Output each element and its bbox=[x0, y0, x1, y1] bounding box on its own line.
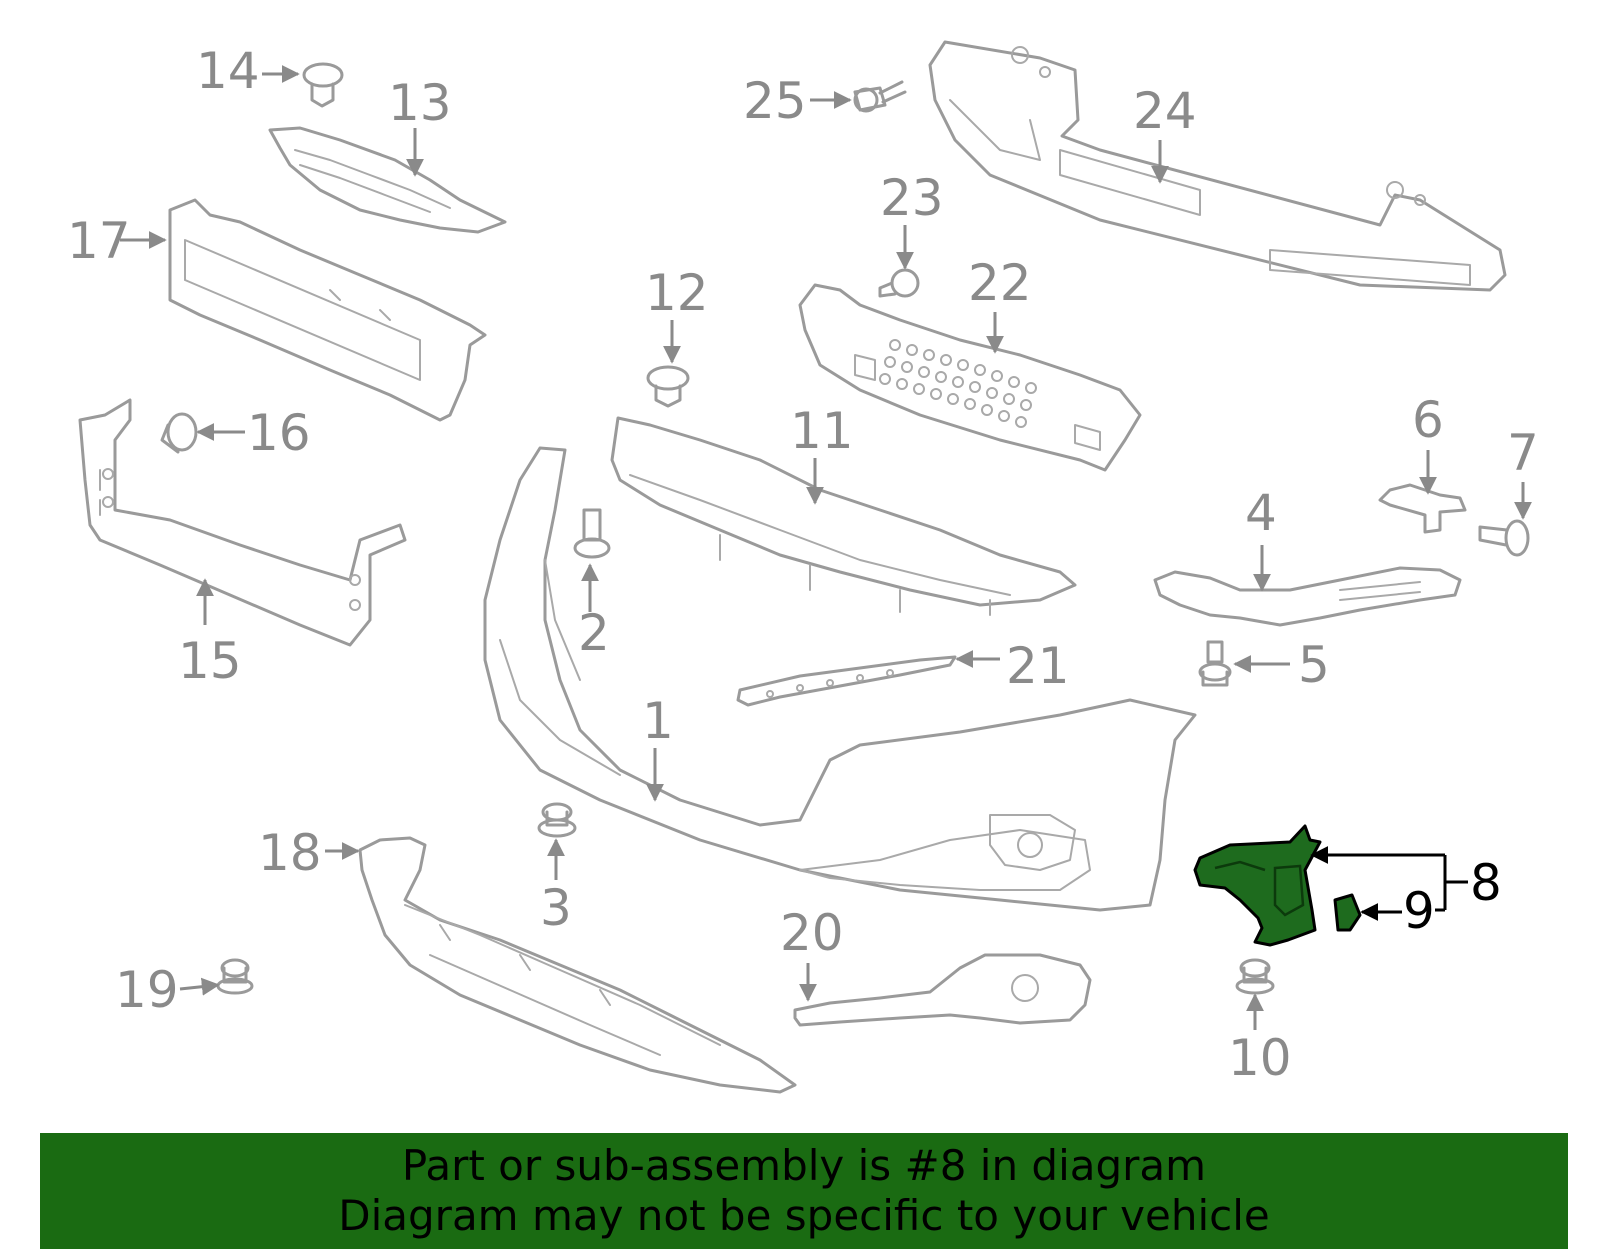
part-22-grille bbox=[798, 283, 1142, 472]
parts-diagram: 1 2 3 4 5 6 7 8 9 10 11 12 13 14 15 16 1… bbox=[67, 40, 1539, 1094]
part-3-clip bbox=[537, 802, 577, 838]
callout-5: 5 bbox=[1298, 636, 1330, 694]
part-15-lower-bracket bbox=[78, 398, 407, 647]
callout-20: 20 bbox=[780, 904, 844, 962]
callout-9: 9 bbox=[1403, 882, 1435, 940]
banner-line-disclaimer: Diagram may not be specific to your vehi… bbox=[338, 1191, 1270, 1240]
callout-4: 4 bbox=[1245, 484, 1277, 542]
callout-14: 14 bbox=[196, 42, 260, 100]
callout-13: 13 bbox=[388, 74, 452, 132]
callout-15: 15 bbox=[178, 632, 242, 690]
part-14-clip bbox=[302, 62, 344, 108]
callout-6: 6 bbox=[1412, 391, 1444, 449]
part-5-bolt bbox=[1198, 640, 1232, 687]
part-9-clip bbox=[1333, 893, 1362, 932]
part-25-bolt bbox=[853, 80, 907, 113]
part-12-clip bbox=[646, 365, 690, 408]
callout-8: 8 bbox=[1470, 854, 1502, 912]
callout-24: 24 bbox=[1133, 82, 1197, 140]
callout-12: 12 bbox=[645, 264, 709, 322]
part-21-molding-strip bbox=[736, 655, 957, 707]
callout-2: 2 bbox=[578, 604, 610, 662]
part-2-bolt bbox=[573, 508, 611, 559]
callout-25: 25 bbox=[743, 72, 807, 130]
part-13-upper-deflector bbox=[268, 126, 507, 234]
callout-19: 19 bbox=[115, 961, 179, 1019]
highlight-leaders bbox=[1310, 846, 1468, 921]
leader-lines bbox=[120, 65, 1532, 1030]
callout-11: 11 bbox=[790, 402, 854, 460]
callout-21: 21 bbox=[1006, 637, 1070, 695]
callout-22: 22 bbox=[968, 254, 1032, 312]
info-banner: Part or sub-assembly is #8 in diagram Di… bbox=[40, 1133, 1568, 1249]
callout-16: 16 bbox=[247, 404, 311, 462]
part-4-side-bracket bbox=[1153, 566, 1462, 627]
part-8-highlighted-bracket bbox=[1193, 824, 1322, 947]
callout-18: 18 bbox=[258, 824, 322, 882]
part-10-clip bbox=[1235, 958, 1275, 995]
callout-10: 10 bbox=[1228, 1029, 1292, 1087]
part-17-upper-frame bbox=[168, 198, 487, 422]
part-18-lower-spoiler bbox=[358, 836, 797, 1094]
part-11-upper-molding bbox=[610, 416, 1077, 616]
part-7-screw bbox=[1478, 519, 1530, 557]
banner-line-part-number: Part or sub-assembly is #8 in diagram bbox=[401, 1141, 1207, 1190]
part-1-bumper-cover bbox=[483, 446, 1197, 912]
callout-labels: 1 2 3 4 5 6 7 8 9 10 11 12 13 14 15 16 1… bbox=[67, 42, 1539, 1087]
callout-7: 7 bbox=[1507, 424, 1539, 482]
part-24-reinforcement-beam bbox=[928, 40, 1507, 292]
part-23-clip bbox=[878, 268, 920, 298]
part-16-clip bbox=[160, 412, 198, 454]
part-19-clip bbox=[216, 958, 254, 995]
callout-23: 23 bbox=[880, 169, 944, 227]
callout-3: 3 bbox=[540, 879, 572, 937]
callout-1: 1 bbox=[642, 692, 674, 750]
part-6-small-bracket bbox=[1378, 483, 1467, 534]
callout-17: 17 bbox=[67, 212, 131, 270]
part-20-foglamp-trim bbox=[793, 953, 1092, 1027]
